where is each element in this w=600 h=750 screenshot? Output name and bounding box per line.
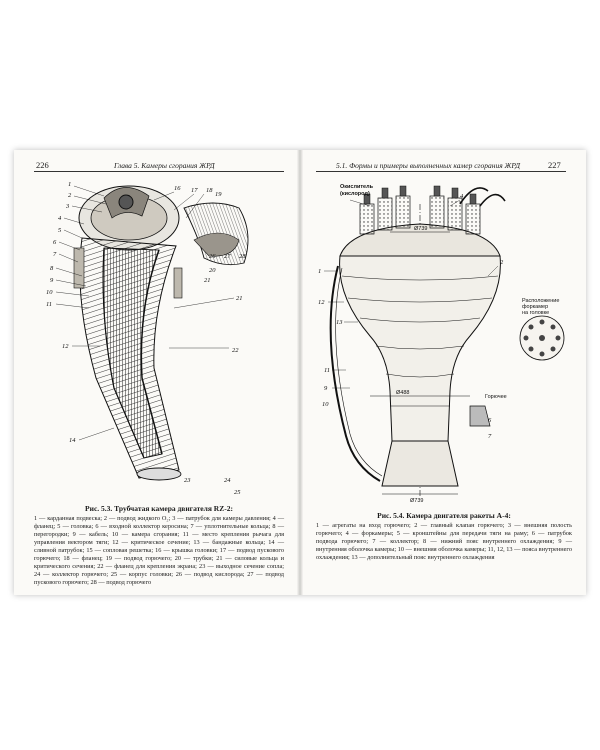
fig-label: 3 [65,203,70,210]
page-number: 227 [548,160,561,170]
figure-rz2-chamber: 1 2 3 4 5 6 7 8 9 10 11 12 14 16 17 18 1… [46,181,249,496]
fig-label: 25 [234,489,241,496]
caption-text: 1 — агрегаты на вход горючего; 2 — главн… [316,522,572,561]
fig-label: 10 [46,289,53,296]
fig-label: 23 [184,477,191,484]
running-head: Глава 5. Камеры сгорания ЖРД [114,161,215,170]
fig-label: 9 [50,277,54,284]
fig-label: 12 [318,299,325,306]
left-page: 226 Глава 5. Камеры сгорания ЖРД [14,150,300,595]
fig-label: 27 [224,253,231,260]
fig-label: 16 [174,185,181,192]
page-number: 226 [36,160,49,170]
running-head: 5.1. Формы и примеры выполненных камер с… [336,161,521,170]
fig-label: 19 [215,191,222,198]
right-page: 5.1. Формы и примеры выполненных камер с… [300,150,586,595]
fig-label: 11 [46,301,52,308]
fig-label: 26 [209,253,216,260]
dimension: Ø488 [396,390,409,396]
figure-a4-chamber: Окислитель (кислород) Расположение форка… [318,184,565,504]
fig-label: 17 [191,187,198,194]
fig-label: 21 [236,295,243,302]
oxidizer-label: Окислитель [340,184,374,190]
fig-label: 2 [500,259,504,266]
fig-label: 6 [53,239,57,246]
oxidizer-label-2: (кислород) [340,191,370,197]
caption-text: 1 — карданная подвеска; 2 — подвод жидко… [34,515,284,586]
fig-label: 7 [488,433,492,440]
fig-label: 28 [239,253,246,260]
fig-label: 14 [69,437,76,444]
fig-label: 21 [204,277,211,284]
layout-label-2: форкамер [522,304,548,310]
fig-label: 11 [324,367,330,374]
book-spread: 226 Глава 5. Камеры сгорания ЖРД [14,150,586,595]
fig-label: 10 [322,401,329,408]
fig-label: 18 [206,187,213,194]
fig-label: 22 [232,347,239,354]
fig-label: 1 [318,268,321,275]
fig-label: 20 [209,267,216,274]
fig-label: 4 [58,215,62,222]
book-gutter [297,150,303,595]
fig-label: 7 [53,251,57,258]
caption-title: Рис. 5.4. Камера двигателя ракеты А-4: [377,511,511,520]
fig-label: 8 [50,265,54,272]
fig-label: 5 [58,227,62,234]
dimension: Ø739 [410,498,423,504]
header-rule [34,171,284,172]
dimension: Ø739 [414,226,427,232]
fig-label: 4 [460,193,464,200]
caption-title: Рис. 5.3. Трубчатая камера двигателя RZ-… [85,504,233,513]
figure-caption: Рис. 5.4. Камера двигателя ракеты А-4: 1… [316,512,572,562]
fig-label: 12 [62,343,69,350]
layout-label: Расположение [522,298,559,304]
fig-label: 2 [68,192,72,199]
fig-label: 6 [488,417,492,424]
fig-label: 9 [324,385,328,392]
fig-label: 24 [224,477,231,484]
fig-label: 13 [336,319,343,326]
header-rule [316,171,566,172]
layout-label-3: на головке [522,310,549,316]
figure-caption: Рис. 5.3. Трубчатая камера двигателя RZ-… [34,505,284,587]
fig-label: 1 [68,181,71,188]
fuel-label: Горючее [485,394,507,400]
